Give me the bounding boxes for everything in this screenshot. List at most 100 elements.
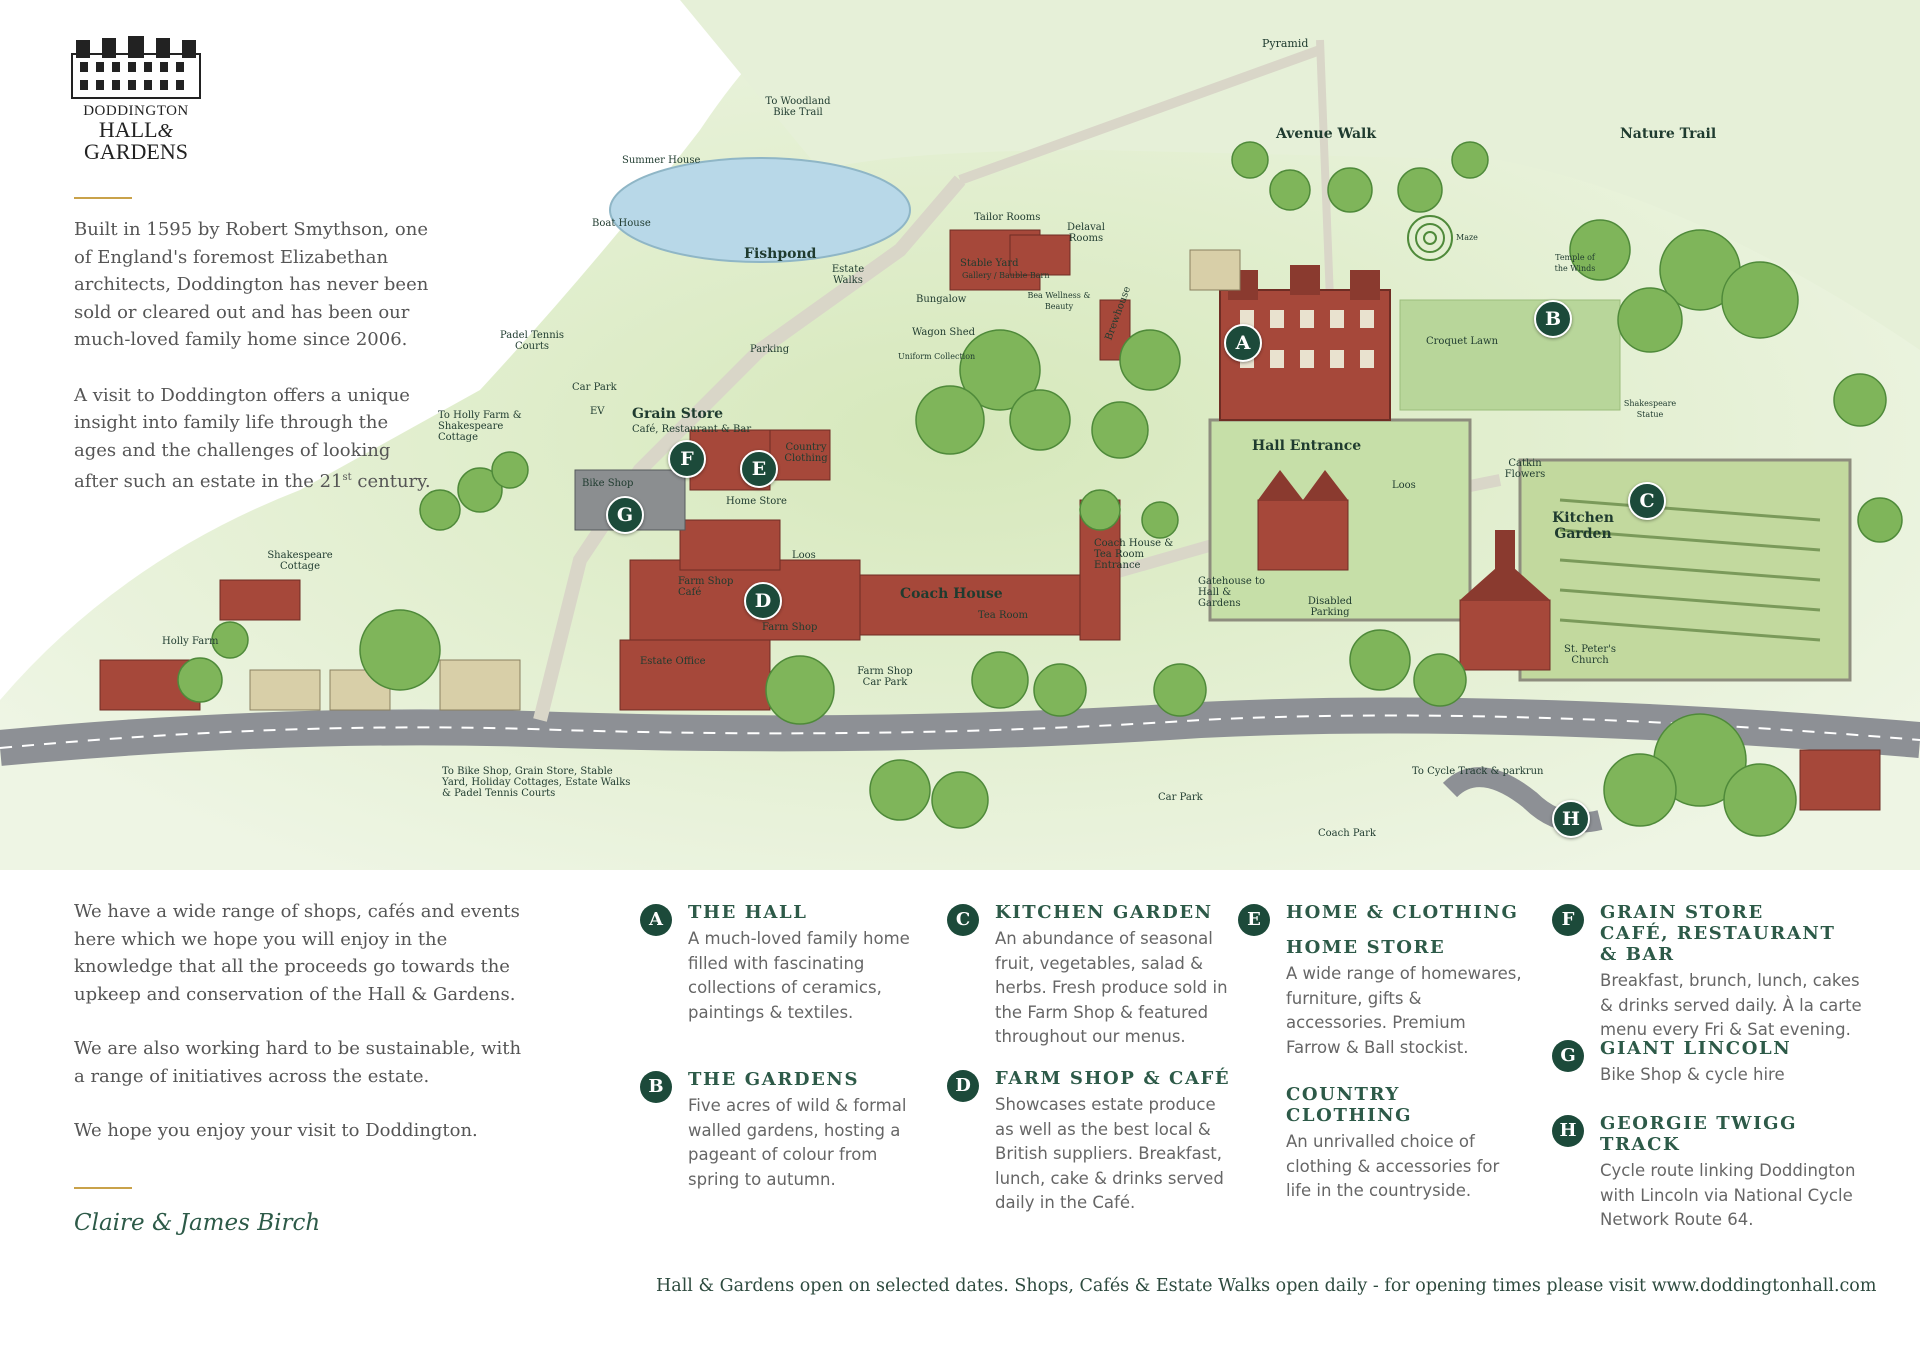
legend-item-c: C KITCHEN GARDEN An abundance of seasona… <box>947 902 1237 1050</box>
legend-title-e: HOME & CLOTHING <box>1286 902 1519 923</box>
intro-paragraph-2: A visit to Doddington offers a unique in… <box>74 384 431 493</box>
label-parking: Parking <box>750 344 790 355</box>
legend-title-h: GEORGIE TWIGG TRACK <box>1600 1113 1798 1155</box>
stable-yard-buildings <box>949 229 1131 361</box>
label-farm-shop-car-park: Farm Shop Car Park <box>857 666 913 688</box>
label-stable-yard: Stable Yard <box>960 258 1019 269</box>
legend-badge-a: A <box>640 904 672 936</box>
signature: Claire & James Birch <box>74 1210 321 1236</box>
gatehouse-building <box>1257 470 1349 571</box>
label-coach-house: Coach House <box>900 586 1003 602</box>
legend-item-e: E HOME & CLOTHING HOME STORE A wide rang… <box>1238 902 1528 1204</box>
legend-desc-c: An abundance of seasonal fruit, vegetabl… <box>995 929 1228 1046</box>
label-kitchen-garden: Kitchen Garden <box>1552 510 1614 542</box>
legend-item-b: B THE GARDENS Five acres of wild & forma… <box>640 1069 920 1192</box>
welcome-text: We have a wide range of shops, cafés and… <box>74 898 524 1172</box>
legend-badge-e: E <box>1238 904 1270 936</box>
label-loos-2: Loos <box>1392 480 1416 491</box>
label-farm-shop-cafe: Farm Shop Café <box>678 576 734 598</box>
label-avenue-walk: Avenue Walk <box>1276 126 1377 142</box>
label-car-park: Car Park <box>1158 792 1203 803</box>
label-gatehouse: Gatehouse to Hall & Gardens <box>1198 576 1266 609</box>
legend-badge-d: D <box>947 1070 979 1102</box>
legend-desc-home-store: A wide range of homewares, furniture, gi… <box>1286 964 1522 1057</box>
hall-logo-icon <box>71 36 201 99</box>
label-temple: Temple of the Winds <box>1554 253 1596 273</box>
label-croquet-lawn: Croquet Lawn <box>1426 336 1499 347</box>
label-padel: Padel Tennis Courts <box>500 330 564 352</box>
label-coach-tea-entrance: Coach House & Tea Room Entrance <box>1094 538 1174 571</box>
divider-bottom <box>74 1187 132 1189</box>
legend-desc-g: Bike Shop & cycle hire <box>1600 1065 1785 1084</box>
label-nature-trail: Nature Trail <box>1620 126 1717 142</box>
legend-item-f: F GRAIN STORE CAFÉ, RESTAURANT & BAR Bre… <box>1552 902 1872 1043</box>
maze <box>1407 215 1453 261</box>
welcome-paragraph-1: We have a wide range of shops, cafés and… <box>74 901 520 1005</box>
label-grain-sub: Café, Restaurant & Bar <box>632 424 752 435</box>
label-coach-park: Coach Park <box>1318 828 1376 839</box>
label-loos-1: Loos <box>792 550 816 561</box>
map-marker-b[interactable]: B <box>1534 300 1572 338</box>
label-country-clothing: Country Clothing <box>784 442 828 464</box>
legend-title-f: GRAIN STORE CAFÉ, RESTAURANT & BAR <box>1600 902 1836 965</box>
legend-sub-country-clothing: COUNTRY CLOTHING <box>1286 1084 1413 1126</box>
legend-item-h: H GEORGIE TWIGG TRACK Cycle route linkin… <box>1552 1113 1872 1233</box>
label-to-cycle-track: To Cycle Track & parkrun <box>1412 766 1544 777</box>
map-marker-h[interactable]: H <box>1552 800 1590 838</box>
label-to-bike-shop: To Bike Shop, Grain Store, Stable Yard, … <box>442 766 631 799</box>
label-car-park-ev: Car Park <box>572 382 617 393</box>
avenue-walk <box>1316 39 1334 301</box>
label-home-store: Home Store <box>726 496 787 507</box>
map-marker-e[interactable]: E <box>740 450 778 488</box>
map-illustration <box>0 0 1920 870</box>
church-building <box>1459 530 1551 671</box>
legend-title-a: THE HALL <box>688 902 808 923</box>
label-bungalow: Bungalow <box>916 294 967 305</box>
label-estate-office: Estate Office <box>640 656 706 667</box>
label-disabled-parking: Disabled Parking <box>1307 596 1353 618</box>
legend-title-d: FARM SHOP & CAFÉ <box>995 1068 1231 1089</box>
fishpond <box>609 157 911 263</box>
label-delaval-rooms: Delaval Rooms <box>1067 222 1105 244</box>
avenue-road <box>958 45 1322 185</box>
map-marker-c[interactable]: C <box>1628 482 1666 520</box>
legend-title-b: THE GARDENS <box>688 1069 860 1090</box>
label-to-holly-farm: To Holly Farm & Shakespeare Cottage <box>438 410 522 443</box>
label-bike-shop: Bike Shop <box>582 478 634 489</box>
label-wagon-shed: Wagon Shed <box>912 327 976 338</box>
map-marker-a[interactable]: A <box>1224 324 1262 362</box>
label-holly-farm: Holly Farm <box>162 636 219 647</box>
label-grain-store: Grain Store <box>632 406 723 422</box>
welcome-paragraph-3: We hope you enjoy your visit to Doddingt… <box>74 1120 478 1141</box>
legend-desc-country-clothing: An unrivalled choice of clothing & acces… <box>1286 1132 1500 1200</box>
label-tailor-rooms: Tailor Rooms <box>974 212 1041 223</box>
label-summer-house: Summer House <box>622 155 701 166</box>
legend-desc-f: Breakfast, brunch, lunch, cakes & drinks… <box>1600 971 1862 1039</box>
label-hall-entrance: Hall Entrance <box>1252 438 1362 454</box>
legend-badge-b: B <box>640 1071 672 1103</box>
intro-paragraph-1: Built in 1595 by Robert Smythson, one of… <box>74 219 429 350</box>
label-stable-sub: Gallery / Bauble Barn <box>962 271 1050 280</box>
legend-title-c: KITCHEN GARDEN <box>995 902 1213 923</box>
legend-badge-h: H <box>1552 1115 1584 1147</box>
logo: DODDINGTON HALL& GARDENS <box>66 34 206 164</box>
label-farm-shop: Farm Shop <box>762 622 818 633</box>
legend-badge-g: G <box>1552 1040 1584 1072</box>
divider-top <box>74 197 132 199</box>
kitchen-garden-rows <box>1559 498 1821 642</box>
legend-item-d: D FARM SHOP & CAFÉ Showcases estate prod… <box>947 1068 1237 1216</box>
map-marker-d[interactable]: D <box>744 582 782 620</box>
legend-desc-b: Five acres of wild & formal walled garde… <box>688 1096 907 1189</box>
legend-sub-home-store: HOME STORE <box>1286 937 1446 958</box>
legend-item-a: A THE HALL A much-loved family home fill… <box>640 902 920 1025</box>
map-marker-f[interactable]: F <box>668 440 706 478</box>
tree-clusters <box>177 141 1903 837</box>
label-catkin: Catkin Flowers <box>1504 458 1546 480</box>
map-marker-g[interactable]: G <box>606 496 644 534</box>
legend-title-g: GIANT LINCOLN <box>1600 1038 1792 1059</box>
label-maze: Maze <box>1456 233 1478 242</box>
intro-text: Built in 1595 by Robert Smythson, one of… <box>74 216 434 524</box>
label-shakespeare-statue: Shakespeare Statue <box>1623 399 1677 419</box>
logo-line-3: GARDENS <box>84 139 188 164</box>
legend-desc-h: Cycle route linking Doddington with Linc… <box>1600 1161 1856 1229</box>
